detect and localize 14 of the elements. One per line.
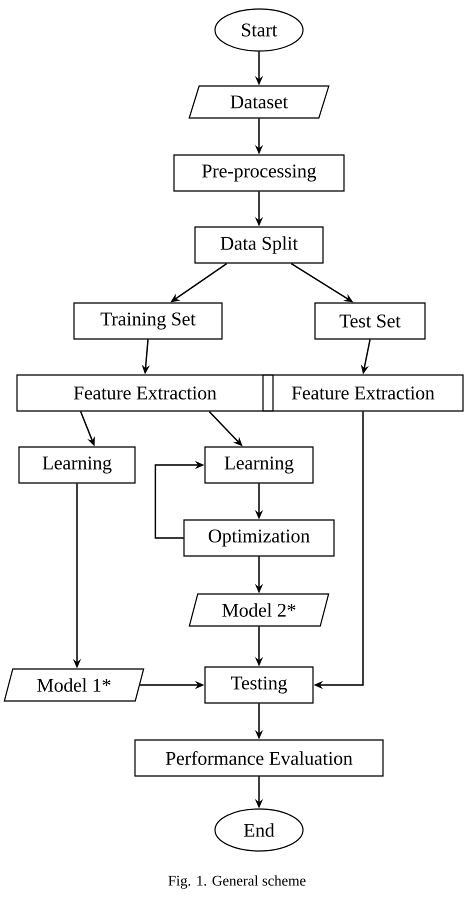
- data-parallelogram: Model 1*: [4, 668, 144, 702]
- process-box: Feature Extraction: [262, 374, 464, 412]
- process-box: Data Split: [194, 226, 324, 264]
- caption: Fig. 1. General scheme: [168, 875, 306, 889]
- process-box: Learning: [204, 446, 314, 484]
- process-box: Test Set: [314, 302, 426, 340]
- process-box: Optimization: [183, 519, 335, 557]
- data-parallelogram: Model 2*: [188, 593, 330, 627]
- process-box: Performance Evaluation: [134, 739, 384, 777]
- process-box: Training Set: [73, 302, 223, 340]
- process-box: Pre-processing: [173, 154, 345, 192]
- process-box: Feature Extraction: [16, 374, 274, 412]
- process-box: Learning: [18, 446, 136, 484]
- process-box: Testing: [204, 666, 314, 704]
